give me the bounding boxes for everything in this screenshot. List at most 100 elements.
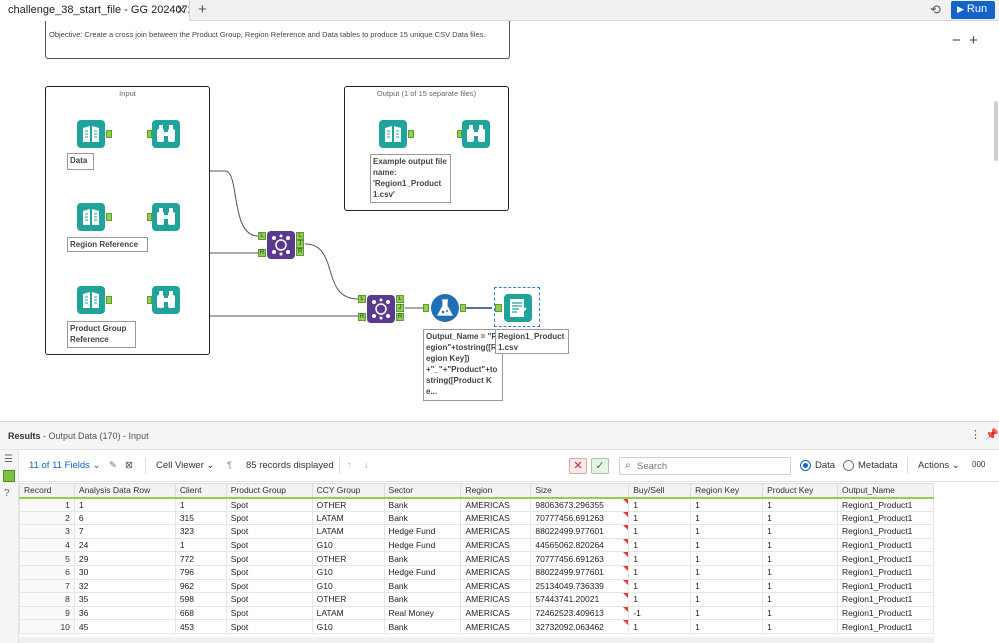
output-anchor[interactable] (106, 213, 112, 221)
table-cell[interactable]: 1 (763, 579, 838, 593)
table-cell[interactable]: AMERICAS (461, 579, 531, 593)
example-browse-tool[interactable] (462, 120, 490, 148)
record-number-cell[interactable]: 5 (20, 552, 75, 566)
table-cell[interactable]: 24 (74, 538, 175, 552)
table-cell[interactable]: G10 (312, 620, 384, 634)
table-cell[interactable]: G10 (312, 579, 384, 593)
table-cell[interactable]: Region1_Product1 (837, 511, 933, 525)
table-cell[interactable]: 1 (763, 538, 838, 552)
table-cell[interactable]: Region1_Product1 (837, 579, 933, 593)
column-header[interactable]: Region (461, 484, 531, 498)
pin-icon[interactable]: 📌 (985, 428, 999, 441)
input-container[interactable]: Input (45, 86, 210, 355)
record-number-cell[interactable]: 7 (20, 579, 75, 593)
table-cell[interactable]: 1 (629, 565, 691, 579)
table-cell[interactable]: 1 (691, 511, 763, 525)
record-number-cell[interactable]: 1 (20, 498, 75, 512)
right-output-anchor[interactable]: R (296, 248, 304, 256)
arrow-down-icon[interactable]: ↓ (364, 460, 369, 471)
add-tab-icon[interactable]: + (198, 1, 207, 18)
help-icon[interactable]: ? (4, 488, 10, 499)
table-cell[interactable]: 1 (691, 498, 763, 512)
join-output-anchor[interactable]: J (396, 304, 404, 312)
history-icon[interactable]: ⟲ (930, 2, 941, 18)
close-icon[interactable]: ✕ (176, 3, 186, 17)
table-cell[interactable]: 7 (74, 525, 175, 539)
left-input-anchor[interactable]: L (258, 232, 266, 240)
table-cell[interactable]: 25134049.736339 (531, 579, 629, 593)
table-cell[interactable]: Real Money (384, 606, 461, 620)
example-output-annotation[interactable]: Example output file name: 'Region1_Produ… (370, 154, 451, 203)
workflow-canvas[interactable]: − + Objective: Create a cross join betwe… (0, 21, 999, 421)
table-cell[interactable]: AMERICAS (461, 606, 531, 620)
region-input-tool[interactable] (77, 203, 105, 231)
right-output-anchor[interactable]: R (396, 313, 404, 321)
column-header[interactable]: Product Key (763, 484, 838, 498)
table-cell[interactable]: LATAM (312, 511, 384, 525)
search-box[interactable]: ⌕ (619, 457, 791, 475)
table-cell[interactable]: 1 (629, 620, 691, 634)
table-cell[interactable]: Bank (384, 552, 461, 566)
arrow-up-icon[interactable]: ↑ (347, 460, 352, 471)
table-cell[interactable]: AMERICAS (461, 620, 531, 634)
table-cell[interactable]: 1 (763, 525, 838, 539)
input-anchor[interactable] (423, 304, 429, 312)
output-anchor[interactable] (106, 296, 112, 304)
column-header[interactable]: Analysis Data Row (74, 484, 175, 498)
column-header[interactable]: Record (20, 484, 75, 498)
table-cell[interactable]: 1 (763, 565, 838, 579)
table-cell[interactable]: Spot (226, 552, 312, 566)
join-tool-1[interactable] (267, 231, 295, 259)
table-cell[interactable]: 32 (74, 579, 175, 593)
table-cell[interactable]: 57443741.20021 (531, 593, 629, 607)
table-cell[interactable]: 1 (691, 620, 763, 634)
column-header[interactable]: Client (175, 484, 226, 498)
input-anchor[interactable] (147, 213, 152, 221)
table-cell[interactable]: Spot (226, 579, 312, 593)
table-cell[interactable]: Region1_Product1 (837, 565, 933, 579)
table-cell[interactable]: 772 (175, 552, 226, 566)
table-view-icon[interactable] (3, 470, 15, 482)
column-header[interactable]: Buy/Sell (629, 484, 691, 498)
data-browse-tool[interactable] (152, 120, 180, 148)
table-cell[interactable]: 1 (763, 552, 838, 566)
cancel-filter-button[interactable]: ✕ (569, 458, 587, 474)
table-cell[interactable]: 70777456.691263 (531, 511, 629, 525)
table-row[interactable]: 37323SpotLATAMHedge FundAMERICAS88022499… (20, 525, 934, 539)
column-header[interactable]: Output_Name (837, 484, 933, 498)
column-header[interactable]: Region Key (691, 484, 763, 498)
column-header[interactable]: Size (531, 484, 629, 498)
data-radio[interactable] (800, 460, 811, 471)
list-icon[interactable]: ☰ (4, 454, 13, 465)
pilcrow-icon[interactable]: ¶ (227, 460, 232, 471)
table-cell[interactable]: 453 (175, 620, 226, 634)
table-cell[interactable]: OTHER (312, 593, 384, 607)
table-cell[interactable]: AMERICAS (461, 538, 531, 552)
table-cell[interactable]: 962 (175, 579, 226, 593)
table-row[interactable]: 26315SpotLATAMBankAMERICAS70777456.69126… (20, 511, 934, 525)
record-number-cell[interactable]: 8 (20, 593, 75, 607)
table-cell[interactable]: Spot (226, 511, 312, 525)
right-input-anchor[interactable]: R (358, 313, 366, 321)
table-cell[interactable]: 88022499.977601 (531, 525, 629, 539)
table-cell[interactable]: 1 (691, 606, 763, 620)
output-anchor[interactable] (408, 130, 414, 138)
clear-icon[interactable]: ⊠ (125, 460, 133, 471)
table-cell[interactable]: AMERICAS (461, 511, 531, 525)
record-number-cell[interactable]: 2 (20, 511, 75, 525)
workflow-tab[interactable]: challenge_38_start_file - GG 20240729A.y… (0, 0, 190, 21)
data-input-tool[interactable] (77, 120, 105, 148)
table-cell[interactable]: 35 (74, 593, 175, 607)
table-cell[interactable]: 315 (175, 511, 226, 525)
product-group-annotation[interactable]: Product Group Reference (67, 321, 136, 348)
table-cell[interactable]: 1 (763, 606, 838, 620)
table-row[interactable]: 630796SpotG10Hedge FundAMERICAS88022499.… (20, 565, 934, 579)
table-cell[interactable]: Region1_Product1 (837, 620, 933, 634)
product-input-tool[interactable] (77, 286, 105, 314)
table-cell[interactable]: LATAM (312, 606, 384, 620)
table-cell[interactable]: AMERICAS (461, 498, 531, 512)
table-row[interactable]: 529772SpotOTHERBankAMERICAS70777456.6912… (20, 552, 934, 566)
table-cell[interactable]: Region1_Product1 (837, 606, 933, 620)
output-anchor[interactable] (460, 304, 466, 312)
kebab-icon[interactable]: ⋮ (970, 428, 981, 441)
